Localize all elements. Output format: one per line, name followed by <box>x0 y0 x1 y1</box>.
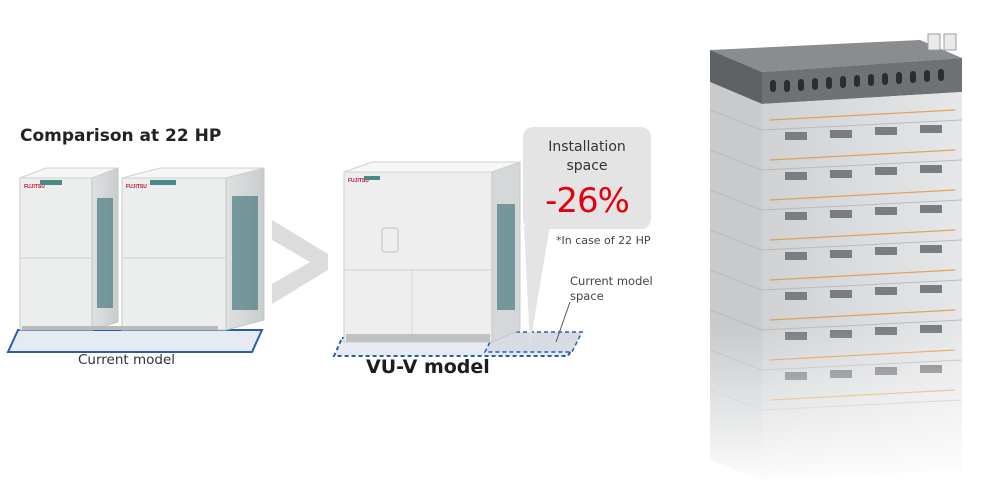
callout-title-line2: space <box>566 158 608 174</box>
space-leader-line <box>555 301 571 343</box>
current-model-floor <box>6 329 264 353</box>
callout-title: Installation space <box>523 138 651 176</box>
current-model-caption: Current model <box>78 352 176 368</box>
current-model-illustration: FUJITSU FUJITSU <box>6 167 265 353</box>
comparison-heading: Comparison at 22 HP <box>20 126 222 146</box>
current-model-space-label: Current model space <box>570 274 653 304</box>
vuv-model-caption: VU-V model <box>366 356 490 378</box>
installation-space-callout: Installation space -26% <box>523 127 651 229</box>
greater-than-icon <box>272 220 328 304</box>
space-reduction-value: -26% <box>545 181 630 221</box>
callout-pointer <box>524 226 550 344</box>
callout-title-line1: Installation <box>548 139 626 155</box>
vuv-model-illustration: FUJITSU <box>332 161 584 357</box>
vuv-unit-brand: FUJITSU <box>348 178 369 184</box>
vuv-unit <box>343 171 493 343</box>
building-illustration <box>690 20 990 490</box>
space-label-line1: Current model <box>570 274 653 288</box>
current-unit-1-brand: FUJITSU <box>24 184 45 190</box>
callout-footnote: *In case of 22 HP <box>556 234 651 247</box>
current-unit-1 <box>19 177 93 331</box>
space-label-line2: space <box>570 289 604 303</box>
current-unit-2 <box>121 177 227 331</box>
current-unit-2-brand: FUJITSU <box>126 184 147 190</box>
